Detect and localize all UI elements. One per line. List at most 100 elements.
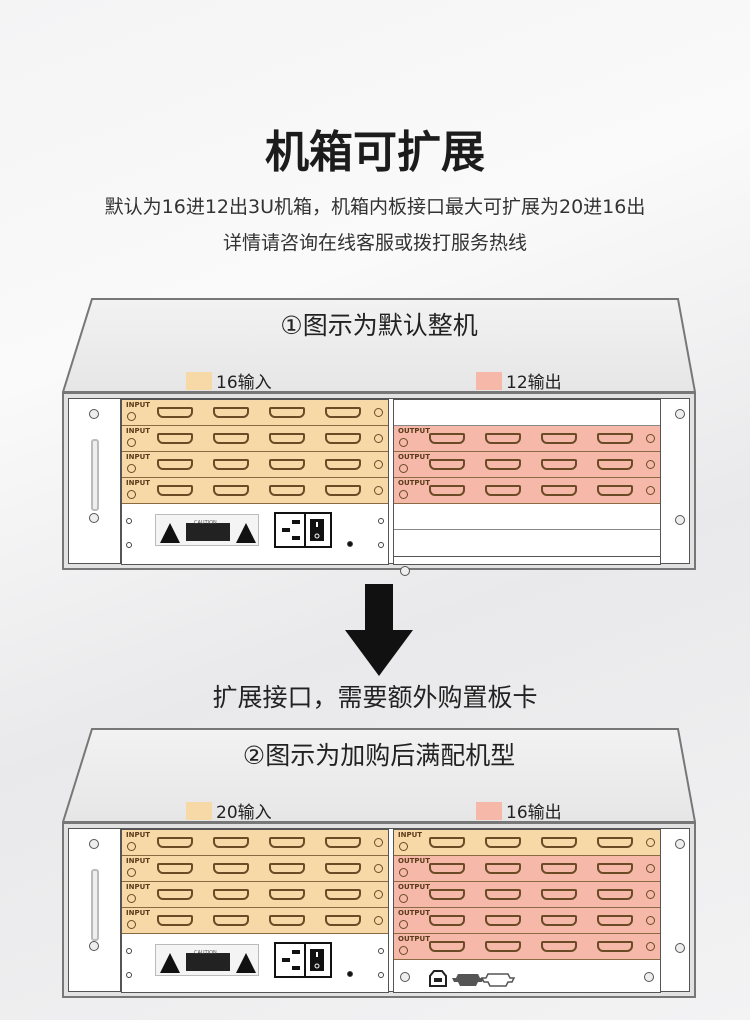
left-ear <box>69 399 121 563</box>
card-slot: INPUT <box>122 478 388 504</box>
led <box>347 541 353 547</box>
hdmi-port-icon <box>429 941 465 952</box>
chassis-title: ②图示为加购后满配机型 <box>242 741 516 770</box>
card-slot: OUTPUT <box>394 882 660 908</box>
card-slot: OUTPUT <box>394 478 660 504</box>
indicator-circle <box>127 842 136 851</box>
screw <box>675 943 685 953</box>
indicator-circle <box>646 864 655 873</box>
indicator-circle <box>127 894 136 903</box>
indicator-circle <box>399 868 408 877</box>
hdmi-port-icon <box>541 433 577 444</box>
hdmi-port-icon <box>597 459 633 470</box>
indicator-circle <box>646 460 655 469</box>
hdmi-port-icon <box>429 915 465 926</box>
hdmi-port-icon <box>213 459 249 470</box>
hdmi-port-icon <box>157 889 193 900</box>
hdmi-port-icon <box>325 915 361 926</box>
card-slot: INPUT <box>122 400 388 426</box>
left-ear <box>69 829 121 991</box>
hdmi-port-icon <box>157 459 193 470</box>
bottom-strip <box>394 556 660 557</box>
indicator-circle <box>646 838 655 847</box>
hdmi-port-icon <box>597 863 633 874</box>
indicator-circle <box>127 412 136 421</box>
hdmi-port-icon <box>213 485 249 496</box>
power-socket-icon <box>282 944 324 976</box>
hdmi-port-icon <box>325 863 361 874</box>
card-label: OUTPUT <box>398 857 430 865</box>
card-label: INPUT <box>126 883 151 891</box>
card-label: INPUT <box>398 831 423 839</box>
indicator-circle <box>399 490 408 499</box>
hdmi-port-icon <box>541 485 577 496</box>
power-inlet <box>274 942 332 978</box>
indicator-circle <box>374 864 383 873</box>
chassis-title: ①图示为默认整机 <box>280 311 478 340</box>
indicator-circle <box>646 890 655 899</box>
handle <box>91 439 99 511</box>
input-swatch <box>186 801 212 820</box>
card-slot <box>394 504 660 530</box>
hdmi-port-icon <box>325 459 361 470</box>
caution-label: CAUTION <box>155 944 259 976</box>
screw <box>89 409 99 419</box>
hdmi-port-icon <box>597 433 633 444</box>
legend-output-label: 12输出 <box>506 373 562 393</box>
hdmi-port-icon <box>429 837 465 848</box>
hdmi-port-icon <box>597 485 633 496</box>
card-label: OUTPUT <box>398 909 430 917</box>
card-slot: OUTPUT <box>394 856 660 882</box>
hdmi-port-icon <box>157 915 193 926</box>
card-slot: INPUT <box>394 830 660 856</box>
card-label: INPUT <box>126 831 151 839</box>
indicator-circle <box>127 490 136 499</box>
hdmi-port-icon <box>213 837 249 848</box>
hdmi-port-icon <box>157 407 193 418</box>
indicator-circle <box>399 842 408 851</box>
hdmi-port-icon <box>157 485 193 496</box>
hdmi-port-icon <box>485 941 521 952</box>
hdmi-port-icon <box>213 863 249 874</box>
hdmi-port-icon <box>597 837 633 848</box>
card-label: OUTPUT <box>398 453 430 461</box>
hdmi-port-icon <box>269 433 305 444</box>
hdmi-port-icon <box>485 915 521 926</box>
card-slot: OUTPUT <box>394 452 660 478</box>
hdmi-port-icon <box>485 485 521 496</box>
indicator-circle <box>374 890 383 899</box>
hdmi-port-icon <box>429 863 465 874</box>
legend-input-label: 20输入 <box>216 803 272 823</box>
indicator-circle <box>374 408 383 417</box>
screw <box>126 518 132 524</box>
card-slot: OUTPUT <box>394 908 660 934</box>
indicator-circle <box>399 920 408 929</box>
hdmi-port-icon <box>541 889 577 900</box>
card-label: OUTPUT <box>398 883 430 891</box>
hdmi-port-icon <box>429 459 465 470</box>
card-slot: INPUT <box>122 426 388 452</box>
indicator-circle <box>127 464 136 473</box>
hdmi-port-icon <box>485 863 521 874</box>
hdmi-port-icon <box>541 459 577 470</box>
card-slot: OUTPUT <box>394 426 660 452</box>
screw <box>89 513 99 523</box>
card-label: INPUT <box>126 427 151 435</box>
hdmi-port-icon <box>269 915 305 926</box>
input-swatch <box>186 371 212 390</box>
screw <box>400 972 410 982</box>
screw <box>675 409 685 419</box>
led <box>347 971 353 977</box>
card-label: INPUT <box>126 479 151 487</box>
legend-input: 20输入 <box>186 798 272 823</box>
indicator-circle <box>374 838 383 847</box>
card-slot: INPUT <box>122 830 388 856</box>
screw <box>400 566 410 576</box>
hdmi-port-icon <box>325 433 361 444</box>
